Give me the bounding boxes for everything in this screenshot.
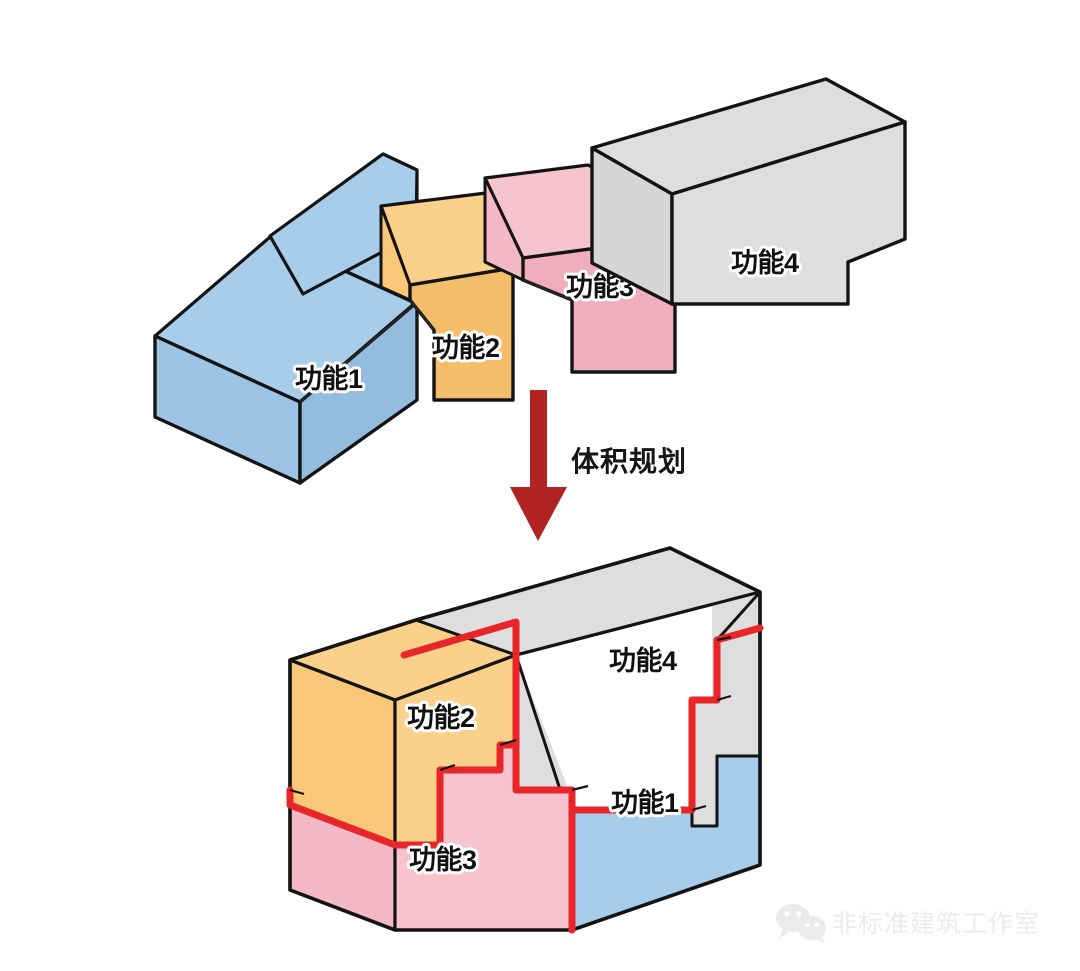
watermark-group: 非标准建筑工作室: [776, 904, 1040, 943]
bottom-func2-label: 功能2: [407, 702, 475, 733]
arrow-head: [510, 487, 567, 541]
top-row-group: 功能1 功能2: [153, 77, 907, 485]
func2-label: 功能2: [432, 332, 500, 363]
bottom-row-group[interactable]: 功能2 功能4 功能3 功能1: [286, 546, 764, 934]
tick-b: [499, 738, 517, 747]
block-func2[interactable]: 功能2: [379, 191, 515, 402]
arrow-shaft: [530, 390, 547, 496]
seam-func2-boundary: [286, 618, 520, 849]
transform-arrow-group: 体积规划: [510, 390, 687, 541]
bottom-func1-label: 功能1: [611, 787, 679, 818]
tick-d: [691, 804, 707, 812]
func4-label: 功能4: [731, 247, 799, 278]
bottom-func1-front: [570, 754, 762, 932]
block-func1[interactable]: 功能1: [153, 152, 419, 485]
bottom-func4-label: 功能4: [609, 645, 677, 676]
bottom-depth-ticks: [289, 635, 732, 812]
bottom-edge-top-mid: [394, 653, 517, 702]
func1-step-edge: [299, 302, 417, 403]
tick-g: [289, 788, 305, 796]
bottom-func3-label: 功能3: [409, 844, 477, 875]
tick-a: [439, 763, 456, 772]
tick-e: [716, 694, 732, 702]
bottom-outer-silhouette: [288, 546, 762, 932]
func3-step-edge-a: [522, 279, 573, 301]
wechat-icon: [776, 904, 826, 943]
transform-arrow-label: 体积规划: [571, 446, 687, 477]
watermark-label: 非标准建筑工作室: [832, 910, 1040, 938]
tick-f: [716, 635, 732, 642]
bottom-edge-top-right: [515, 590, 761, 657]
tick-c: [571, 784, 589, 792]
bottom-edge-top-left: [289, 658, 396, 702]
func4-front-face: [670, 120, 907, 306]
block-func4[interactable]: 功能4: [590, 77, 907, 306]
func2-step-edge: [409, 299, 435, 331]
func1-label: 功能1: [295, 363, 363, 394]
